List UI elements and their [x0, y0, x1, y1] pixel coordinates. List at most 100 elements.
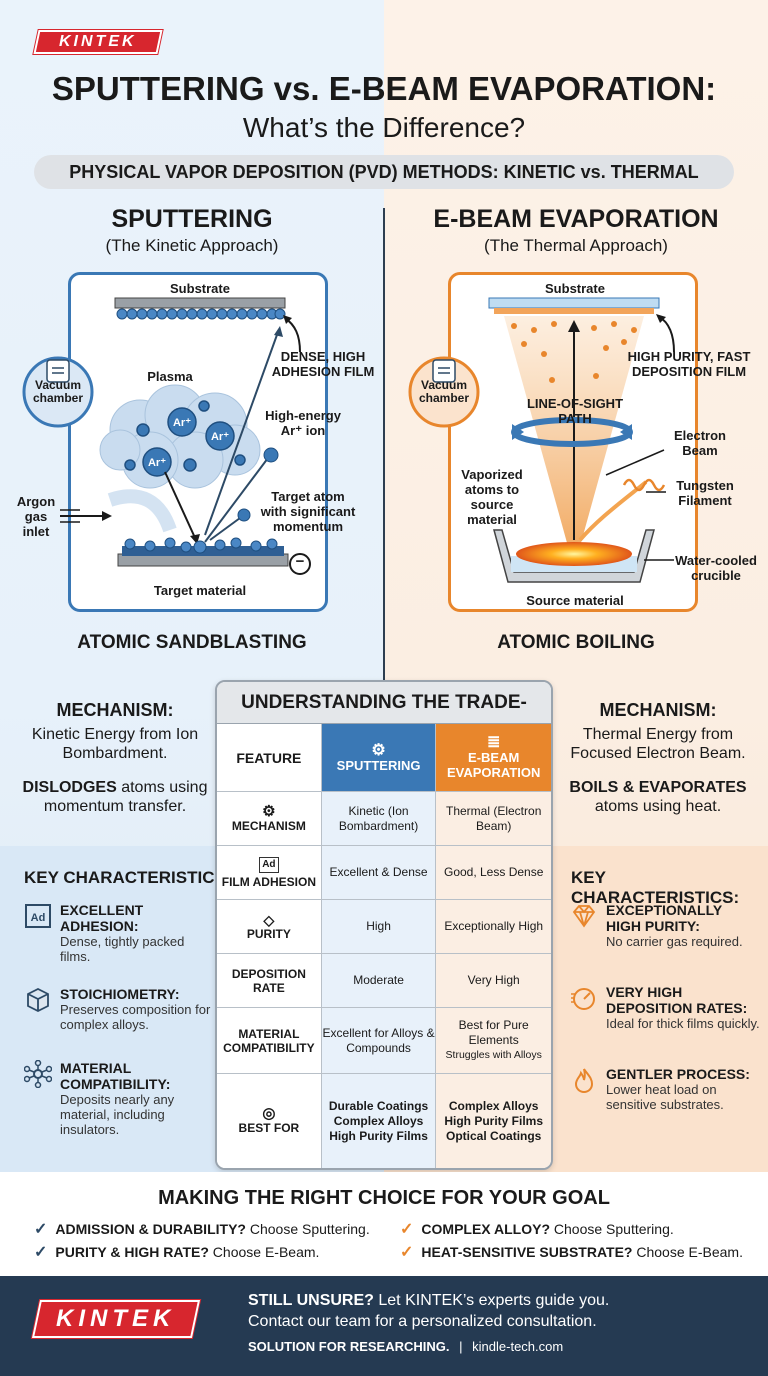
left-key-item: STOICHIOMETRY:Preserves composition for … — [24, 986, 214, 1032]
footer-cta: Let KINTEK’s experts guide you. — [373, 1292, 610, 1309]
table-row: ◇PURITY High Exceptionally High — [217, 900, 551, 954]
row-sputtering: High — [321, 900, 437, 953]
row-ebeam-note: Struggles with Alloys — [445, 1049, 542, 1061]
goal-text: Choose E-Beam. — [632, 1244, 743, 1260]
tungsten-filament — [622, 478, 666, 492]
footer-link[interactable]: kindle-tech.com — [472, 1339, 564, 1354]
label-line-of-sight: LINE-OF-SIGHT PATH — [526, 396, 624, 426]
diamond-icon — [572, 905, 596, 928]
ion-1 — [167, 407, 197, 437]
table-title: UNDERSTANDING THE TRADE-OFFS — [217, 682, 551, 755]
footer-line-2: Contact our team for a personalized cons… — [248, 1313, 597, 1330]
label-source-material: Source material — [526, 593, 624, 608]
cube-icon — [27, 987, 49, 1013]
goal-bold: COMPLEX ALLOY? — [421, 1221, 550, 1237]
label-target-material: Target material — [153, 583, 247, 598]
gear-icon: ⚙ — [262, 802, 276, 820]
sputtering-mechanism-heading: MECHANISM: — [56, 700, 174, 720]
ebeam-mechanism-text: Thermal Energy from Focused Electron Bea… — [570, 726, 746, 762]
comparison-table: UNDERSTANDING THE TRADE-OFFS FEATURE ⚙ S… — [215, 680, 553, 1170]
left-key-item: Ad EXCELLENT ADHESION:Dense, tightly pac… — [24, 902, 214, 964]
footer-logo[interactable]: KINTEK — [31, 1300, 201, 1338]
mechanism-emphasis: DISLODGES — [22, 779, 117, 796]
footer-line-1: STILL UNSURE? Let KINTEK’s experts guide… — [248, 1292, 609, 1310]
substrate-plate — [114, 297, 286, 309]
key-text: No carrier gas required. — [606, 934, 743, 949]
row-sputtering: Excellent for Alloys & Compounds — [321, 1008, 437, 1073]
sputtering-nickname: ATOMIC SANDBLASTING — [77, 632, 307, 653]
section-banner: PHYSICAL VAPOR DEPOSITION (PVD) METHODS:… — [34, 155, 734, 189]
sputtering-heading: SPUTTERING — [111, 205, 273, 233]
label-high-energy-ion: High-energy Ar⁺ ion — [265, 408, 341, 438]
kintek-logo[interactable]: KINTEK — [33, 30, 163, 54]
gauge-icon — [571, 988, 595, 1010]
footer-logo-text: KINTEK — [56, 1305, 176, 1332]
ebeam-nickname: ATOMIC BOILING — [497, 632, 655, 653]
film-arrow — [284, 317, 301, 353]
cathode-symbol — [289, 553, 311, 575]
right-key-item: EXCEPTIONALLY HIGH PURITY:No carrier gas… — [570, 902, 760, 949]
check-icon: ✓ — [400, 1244, 414, 1261]
chamber-icon — [46, 359, 70, 383]
row-ebeam-main: Best for Pure Elements — [458, 1018, 529, 1047]
row-feature: DEPOSITION RATE — [217, 954, 322, 1007]
ebeam-subheading: (The Thermal Approach) — [484, 236, 668, 255]
vacuum-chamber-badge — [408, 356, 480, 428]
row-sputtering: Kinetic (Ion Bombardment) — [321, 792, 437, 845]
key-text: Dense, tightly packed films. — [60, 934, 185, 964]
label-crucible: Water-cooled crucible — [675, 553, 757, 583]
ebeam-heading: E-BEAM EVAPORATION — [433, 205, 719, 233]
col-ebeam: ≣ E-BEAM EVAPORATION — [436, 724, 551, 791]
label-substrate: Substrate — [170, 281, 230, 296]
filament-icon: ≣ — [486, 734, 501, 751]
sputtering-mechanism-text: Kinetic Energy from Ion Bombardment. — [31, 726, 199, 762]
ion-symbol-1: Ar⁺ — [172, 417, 192, 429]
key-title: EXCELLENT ADHESION: — [60, 902, 144, 934]
ad-icon: Ad — [259, 856, 279, 873]
svg-text:Ad: Ad — [31, 912, 46, 924]
label-plasma: Plasma — [147, 369, 193, 384]
key-title: VERY HIGH DEPOSITION RATES: — [606, 984, 748, 1016]
goals-section — [0, 1172, 768, 1276]
network-icon — [24, 1060, 52, 1088]
feature-label: MECHANISM — [231, 818, 306, 833]
diamond-icon: ◇ — [263, 911, 275, 928]
label-argon-inlet: Argon gas inlet — [16, 494, 56, 539]
footer: KINTEK STILL UNSURE? Let KINTEK’s expert… — [0, 1276, 768, 1376]
table-row: MATERIAL COMPATIBILITY Excellent for All… — [217, 1008, 551, 1074]
chamber-icon — [432, 359, 456, 383]
sputtering-diagram-art — [22, 297, 311, 575]
row-ebeam: Complex Alloys High Purity Films Optical… — [436, 1074, 551, 1168]
row-sputtering: Moderate — [321, 954, 437, 1007]
label-high-purity-film: HIGH PURITY, FAST DEPOSITION FILM — [627, 349, 751, 379]
row-ebeam: Good, Less Dense — [436, 846, 551, 899]
ebeam-mechanism-detail: BOILS & EVAPORATES atoms using heat. — [560, 778, 756, 816]
ad-icon: Ad — [25, 904, 51, 928]
goal-text: Choose Sputtering. — [245, 1221, 370, 1237]
table-header-row: FEATURE ⚙ SPUTTERING ≣ E-BEAM EVAPORATIO… — [217, 724, 551, 792]
col-sputtering-label: SPUTTERING — [336, 757, 421, 773]
ion-symbol-2: Ar⁺ — [210, 431, 230, 443]
label-target-atom: Target atom with significant momentum — [260, 489, 356, 534]
goal-text: Choose Sputtering. — [550, 1221, 674, 1237]
right-key-item: GENTLER PROCESS:Lower heat load on sensi… — [570, 1066, 760, 1112]
left-key-heading: KEY CHARACTERISTICS: — [24, 868, 232, 887]
right-key-heading: KEY CHARACTERISTICS: — [571, 868, 740, 907]
check-icon: ✓ — [400, 1221, 414, 1238]
feature-label: PURITY — [246, 926, 291, 941]
col-feature: FEATURE — [217, 724, 322, 791]
goal-bold: PURITY & HIGH RATE? — [55, 1244, 209, 1260]
table-row: ⚙MECHANISM Kinetic (Ion Bombardment) The… — [217, 792, 551, 846]
key-text: Lower heat load on sensitive substrates. — [606, 1082, 724, 1112]
mechanism-emphasis: BOILS & EVAPORATES — [569, 779, 747, 796]
col-ebeam-label: E-BEAM EVAPORATION — [446, 750, 541, 780]
sputtering-subheading: (The Kinetic Approach) — [105, 236, 279, 255]
key-text: Deposits nearly any material, including … — [60, 1092, 175, 1137]
label-dense-film: DENSE, HIGH ADHESION FILM — [271, 349, 375, 379]
row-ebeam: Best for Pure Elements Struggles with Al… — [436, 1008, 551, 1073]
molten-source — [516, 542, 632, 566]
footer-tagline: SOLUTION FOR RESEARCHING. — [248, 1339, 450, 1354]
key-title: STOICHIOMETRY: — [60, 986, 180, 1002]
check-icon: ✓ — [34, 1221, 48, 1238]
